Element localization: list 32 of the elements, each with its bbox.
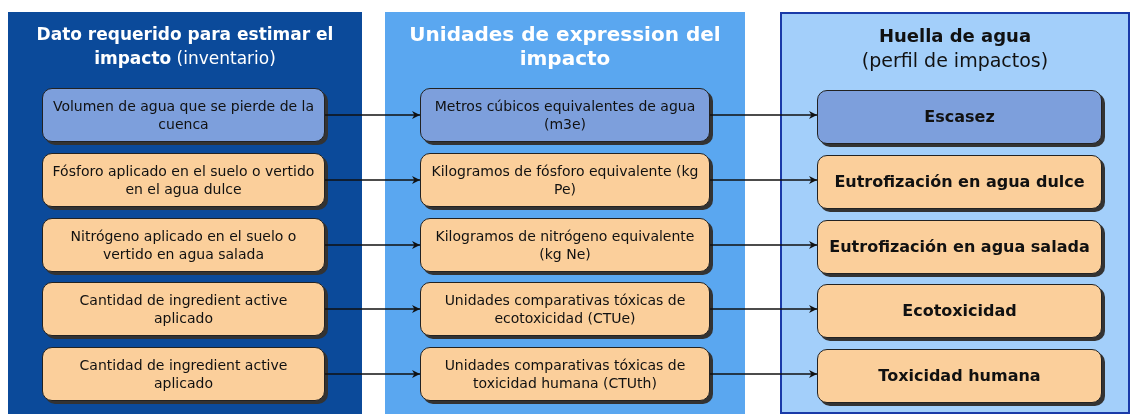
process-box: Nitrógeno aplicado en el suelo o vertido en agua salada [42,218,325,272]
arrow [324,111,421,119]
process-box: Eutrofización en agua salada [817,220,1102,274]
arrow [709,305,818,313]
panel-heading: Dato requerido para estimar el impacto (inventario) [35,23,335,70]
process-box: Cantidad de ingredient active aplicado [42,282,325,336]
process-box: Metros cúbicos equivalentes de agua (m3e) [420,88,710,142]
process-box: Volumen de agua que se pierde de la cuenca [42,88,325,142]
column-panel [780,12,1130,414]
arrow [324,305,421,313]
panel-heading: Huella de agua [877,24,1033,48]
column-panel [385,12,745,414]
arrow [709,111,818,119]
arrow [324,241,421,249]
arrow [709,370,818,378]
arrow [709,176,818,184]
process-box: Ecotoxicidad [817,284,1102,338]
arrow [324,176,421,184]
process-box: Unidades comparativas tóxicas de toxicidad humana (CTUth) [420,347,710,401]
process-box: Escasez [817,90,1102,144]
column-panel [8,12,362,414]
process-box: Kilogramos de fósforo equivalente (kg Pe) [420,153,710,207]
arrow [709,241,818,249]
process-box: Fósforo aplicado en el suelo o vertido en el agua dulce [42,153,325,207]
process-box: Cantidad de ingredient active aplicado [42,347,325,401]
panel-heading: Unidades de expression del impacto [408,22,722,70]
process-box: Toxicidad humana [817,349,1102,403]
process-box: Kilogramos de nitrógeno equivalente (kg Ne) [420,218,710,272]
process-box: Eutrofización en agua dulce [817,155,1102,209]
process-box: Unidades comparativas tóxicas de ecotoxicidad (CTUe) [420,282,710,336]
panel-heading: (perfil de impactos) [860,48,1050,72]
arrow [324,370,421,378]
